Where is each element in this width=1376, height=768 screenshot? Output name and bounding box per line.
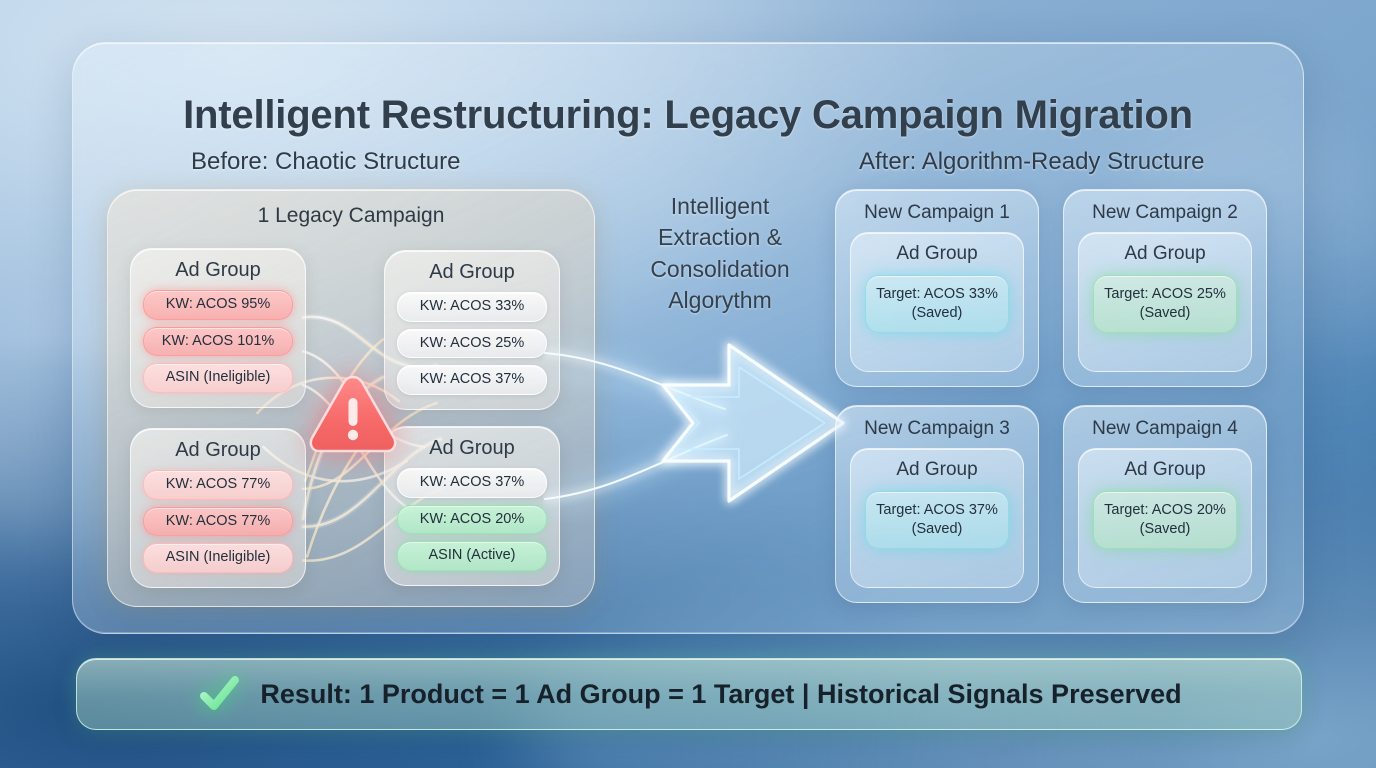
legacy-campaign-title: 1 Legacy Campaign	[257, 204, 445, 227]
keyword-chip[interactable]: KW: ACOS 33%	[397, 292, 547, 322]
new-campaign-card-3[interactable]: New Campaign 3 Ad Group Target: ACOS 37%…	[835, 405, 1039, 603]
target-chip[interactable]: Target: ACOS 25% (Saved)	[1093, 275, 1237, 334]
result-text: Result: 1 Product = 1 Ad Group = 1 Targe…	[260, 678, 1182, 709]
algorithm-line-1: Intelligent	[670, 193, 770, 219]
algorithm-line-4: Algorythm	[668, 286, 772, 313]
algorithm-line-3: Consolidation	[650, 255, 790, 282]
algorithm-line-2: Extraction &	[658, 224, 782, 251]
campaign-ad-group-3[interactable]: Ad Group Target: ACOS 37% (Saved)	[850, 448, 1024, 588]
legacy-ad-group-4[interactable]: Ad Group KW: ACOS 37% KW: ACOS 20% ASIN …	[384, 426, 560, 587]
legacy-ad-group-1[interactable]: Ad Group KW: ACOS 95% KW: ACOS 101% ASIN…	[130, 248, 306, 409]
target-value: Target: ACOS 20%	[1104, 502, 1226, 518]
target-value: Target: ACOS 25%	[1104, 286, 1226, 302]
target-value: Target: ACOS 37%	[876, 502, 998, 518]
legacy-campaign-container: 1 Legacy Campaign	[107, 189, 595, 607]
keyword-chip[interactable]: KW: ACOS 25%	[397, 328, 547, 359]
ad-group-title: Ad Group	[1124, 243, 1206, 264]
check-mark-icon	[200, 676, 240, 710]
ad-group-title: Ad Group	[175, 439, 261, 461]
target-chip[interactable]: Target: ACOS 37% (Saved)	[865, 491, 1009, 550]
main-glass-panel: Intelligent Restructuring: Legacy Campai…	[72, 42, 1304, 634]
campaign-title: New Campaign 1	[864, 202, 1010, 223]
keyword-chip[interactable]: KW: ACOS 77%	[143, 470, 293, 500]
campaign-ad-group-1[interactable]: Ad Group Target: ACOS 33% (Saved)	[850, 232, 1024, 372]
keyword-chip[interactable]: KW: ACOS 77%	[143, 506, 293, 537]
warning-triangle-icon	[309, 375, 397, 453]
new-campaign-card-2[interactable]: New Campaign 2 Ad Group Target: ACOS 25%…	[1063, 189, 1267, 387]
asin-chip[interactable]: ASIN (Ineligible)	[143, 543, 293, 574]
campaign-title: New Campaign 4	[1092, 418, 1238, 439]
ad-group-title: Ad Group	[175, 259, 261, 281]
target-status: (Saved)	[911, 520, 963, 537]
after-section-label: After: Algorithm-Ready Structure	[859, 148, 1205, 175]
target-value: Target: ACOS 33%	[876, 286, 998, 302]
keyword-chip[interactable]: KW: ACOS 37%	[397, 365, 547, 396]
legacy-ad-group-3[interactable]: Ad Group KW: ACOS 77% KW: ACOS 77% ASIN …	[130, 428, 306, 589]
new-campaign-card-4[interactable]: New Campaign 4 Ad Group Target: ACOS 20%…	[1063, 405, 1267, 603]
target-status: (Saved)	[911, 304, 963, 321]
campaign-title: New Campaign 2	[1092, 202, 1238, 223]
keyword-chip[interactable]: KW: ACOS 20%	[397, 504, 547, 535]
page-title: Intelligent Restructuring: Legacy Campai…	[183, 93, 1193, 137]
keyword-chip[interactable]: KW: ACOS 101%	[143, 326, 293, 357]
ad-group-title: Ad Group	[896, 243, 978, 264]
target-chip[interactable]: Target: ACOS 33% (Saved)	[865, 275, 1009, 334]
asin-chip[interactable]: ASIN (Ineligible)	[143, 363, 293, 394]
ad-group-title: Ad Group	[429, 261, 515, 283]
keyword-chip[interactable]: KW: ACOS 95%	[143, 290, 293, 320]
target-status: (Saved)	[1139, 520, 1191, 537]
campaign-ad-group-2[interactable]: Ad Group Target: ACOS 25% (Saved)	[1078, 232, 1252, 372]
new-campaign-card-1[interactable]: New Campaign 1 Ad Group Target: ACOS 33%…	[835, 189, 1039, 387]
before-section-label: Before: Chaotic Structure	[191, 148, 461, 175]
ad-group-title: Ad Group	[896, 459, 978, 480]
algorithm-label: Intelligent Extraction & Consolidation A…	[613, 191, 827, 316]
keyword-chip[interactable]: KW: ACOS 37%	[397, 468, 547, 498]
result-banner: Result: 1 Product = 1 Ad Group = 1 Targe…	[76, 658, 1302, 730]
asin-chip[interactable]: ASIN (Active)	[397, 541, 547, 572]
legacy-ad-group-2[interactable]: Ad Group KW: ACOS 33% KW: ACOS 25% KW: A…	[384, 250, 560, 411]
ad-group-title: Ad Group	[429, 437, 515, 459]
campaign-title: New Campaign 3	[864, 418, 1010, 439]
target-status: (Saved)	[1139, 304, 1191, 321]
target-chip[interactable]: Target: ACOS 20% (Saved)	[1093, 491, 1237, 550]
ad-group-title: Ad Group	[1124, 459, 1206, 480]
campaign-ad-group-4[interactable]: Ad Group Target: ACOS 20% (Saved)	[1078, 448, 1252, 588]
